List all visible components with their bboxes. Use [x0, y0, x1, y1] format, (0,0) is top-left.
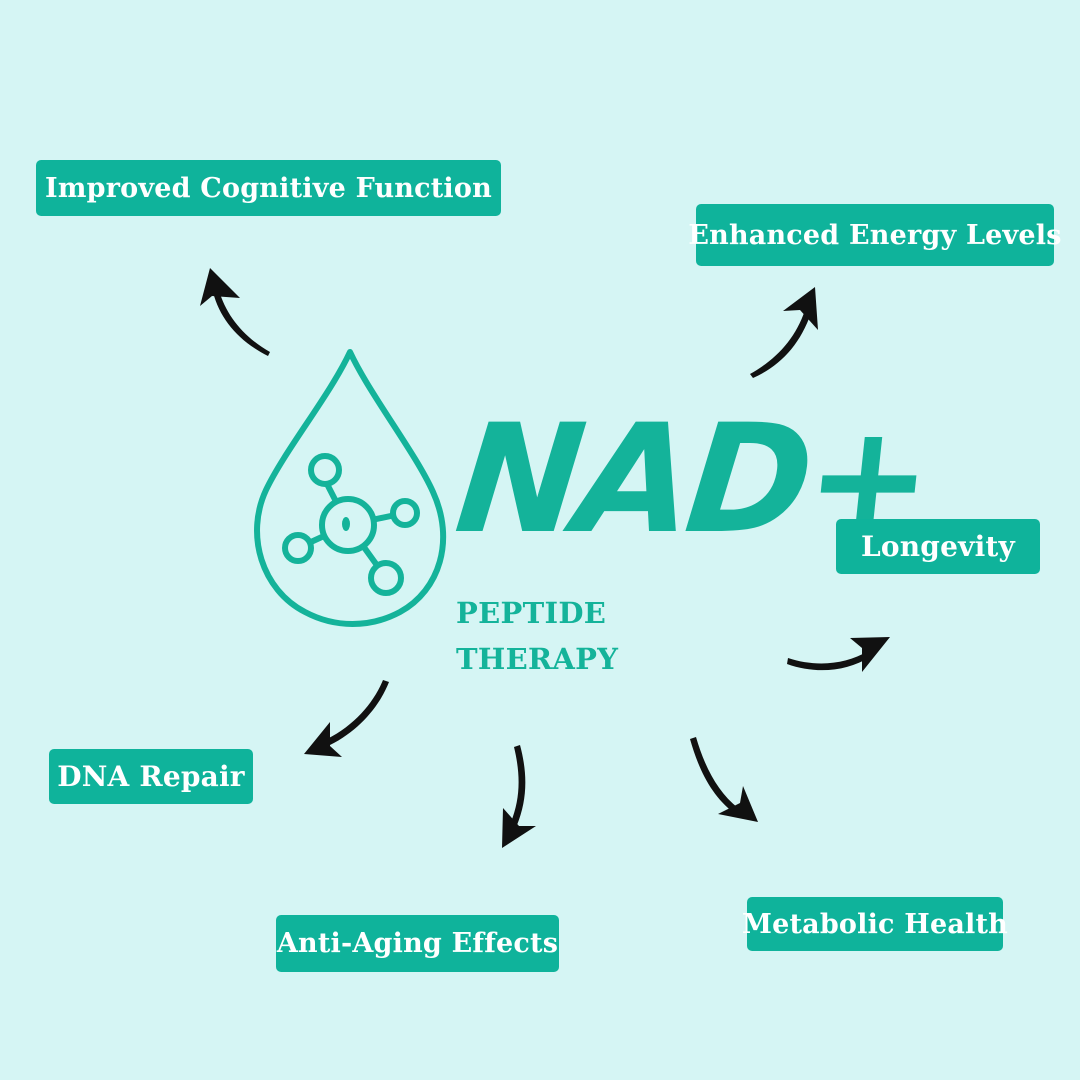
- droplet-outline: [254, 349, 447, 627]
- benefit-label-metabolic: Metabolic Health: [742, 897, 1008, 951]
- molecule-atom-top: [308, 453, 342, 487]
- benefit-label-cognitive: Improved Cognitive Function: [36, 160, 501, 216]
- benefit-text-metabolic: Metabolic Health: [742, 908, 1009, 940]
- benefit-label-dna-repair: DNA Repair: [49, 749, 253, 804]
- benefit-text-anti-aging: Anti-Aging Effects: [276, 928, 559, 959]
- benefit-text-longevity: Longevity: [860, 530, 1016, 563]
- molecule-atom-bottom: [368, 560, 404, 596]
- brand-title: NAD+: [448, 393, 935, 567]
- benefit-text-cognitive: Improved Cognitive Function: [45, 172, 492, 204]
- benefit-label-anti-aging: Anti-Aging Effects: [276, 915, 559, 972]
- benefit-text-energy: Enhanced Energy Levels: [688, 219, 1062, 251]
- benefit-text-dna-repair: DNA Repair: [57, 760, 245, 793]
- molecule-atom-right: [390, 498, 420, 528]
- molecule-atom-left: [282, 532, 314, 564]
- benefit-label-energy: Enhanced Energy Levels: [688, 204, 1061, 266]
- benefit-label-longevity: Longevity: [836, 519, 1040, 574]
- brand-subtitle: PEPTIDE THERAPY: [456, 596, 619, 676]
